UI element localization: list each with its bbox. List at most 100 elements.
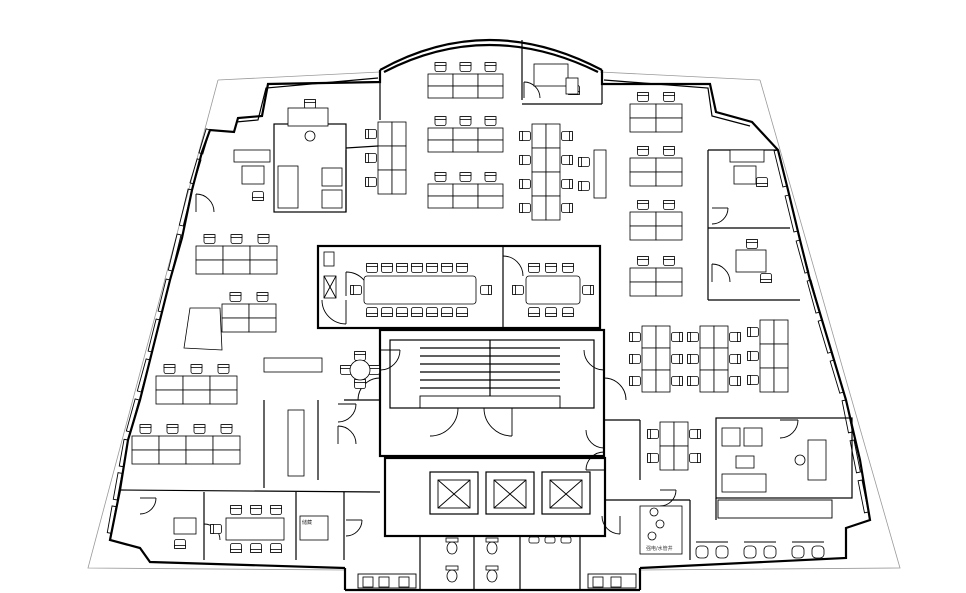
office-chair [689,429,701,439]
desk [209,375,238,391]
desk [222,245,251,261]
door-arc [601,515,621,535]
desk [377,121,393,147]
desk [452,183,479,197]
window-panel [784,194,799,233]
pantry: 强电/水管井 储藏 [302,505,683,555]
office-chair [747,327,759,337]
desk [427,85,454,99]
desk [545,123,561,149]
chair-back [441,313,453,317]
office-chair [578,181,590,191]
desk [773,343,789,369]
chair-back [193,424,206,428]
office-chair [434,116,447,126]
office-chair [561,203,573,213]
window-panel [136,358,151,393]
office-chair [578,157,590,167]
chair-back [426,263,438,267]
window-panel [198,128,211,155]
chair-back [484,62,497,66]
chair-back [250,549,262,553]
desk [221,303,250,319]
door-arc [379,349,401,371]
chair-back [647,429,651,439]
chair-back [484,116,497,120]
window-panel [189,158,202,185]
chair-back [459,116,472,120]
chair-back [637,146,649,150]
chair-back [166,424,179,428]
desk [377,169,393,195]
desk [629,211,657,227]
desk [699,369,715,393]
chair-back [252,197,264,201]
chair-back [519,203,523,213]
chair-back [760,279,772,283]
door [337,403,357,423]
desk [222,259,251,275]
chair-back [545,313,557,317]
office-chair [174,539,186,549]
door [585,429,605,449]
desk [773,319,789,345]
chair-back [528,313,540,317]
office-chair [663,200,675,210]
desk [182,389,211,405]
desk [391,169,407,195]
chair-back [663,200,675,204]
toilet-bowl [486,569,498,583]
office-chair [647,429,659,439]
office-chair [354,379,366,389]
window-panel [157,278,171,313]
door-arc [523,81,541,99]
door [711,263,731,283]
door-arc [337,425,357,445]
lounge-seat [791,545,805,559]
window-panel [857,479,869,514]
chair-back [217,364,230,368]
chair-back [257,234,270,238]
chair-back [569,179,573,189]
chair-back [737,354,741,364]
office-chair [203,234,216,244]
office-chair [528,307,540,317]
chair-back [411,263,423,267]
chair-back [637,200,649,204]
office-chair [396,307,408,317]
lounge-chair-pair [743,541,777,559]
office-chair [217,364,230,374]
desk [248,317,277,333]
chair-back [737,332,741,342]
conference-room-small [525,275,581,305]
desk [391,121,407,147]
desk [655,325,671,349]
office-chair [760,273,772,283]
door-arc [345,519,363,537]
desk [545,147,561,173]
chair-back [569,131,573,141]
desk [531,171,547,197]
office-chair [528,263,540,273]
desk [759,343,775,369]
lounge-seat [811,545,825,559]
chair-back [365,153,369,163]
chair-back [250,505,262,509]
washbasin [378,576,390,588]
office-chair [562,263,574,273]
chair-back [519,131,523,141]
desk [195,245,224,261]
desk [452,127,479,141]
chair-back [647,453,651,463]
chair-back [396,263,408,267]
desk [391,145,407,171]
chair-back [629,332,633,342]
conference-room-large [363,275,477,305]
desk [655,225,683,241]
office-chair [519,179,531,189]
desk [641,325,657,349]
desk [655,171,683,187]
office-chair [270,505,282,515]
office-chair [250,505,262,515]
